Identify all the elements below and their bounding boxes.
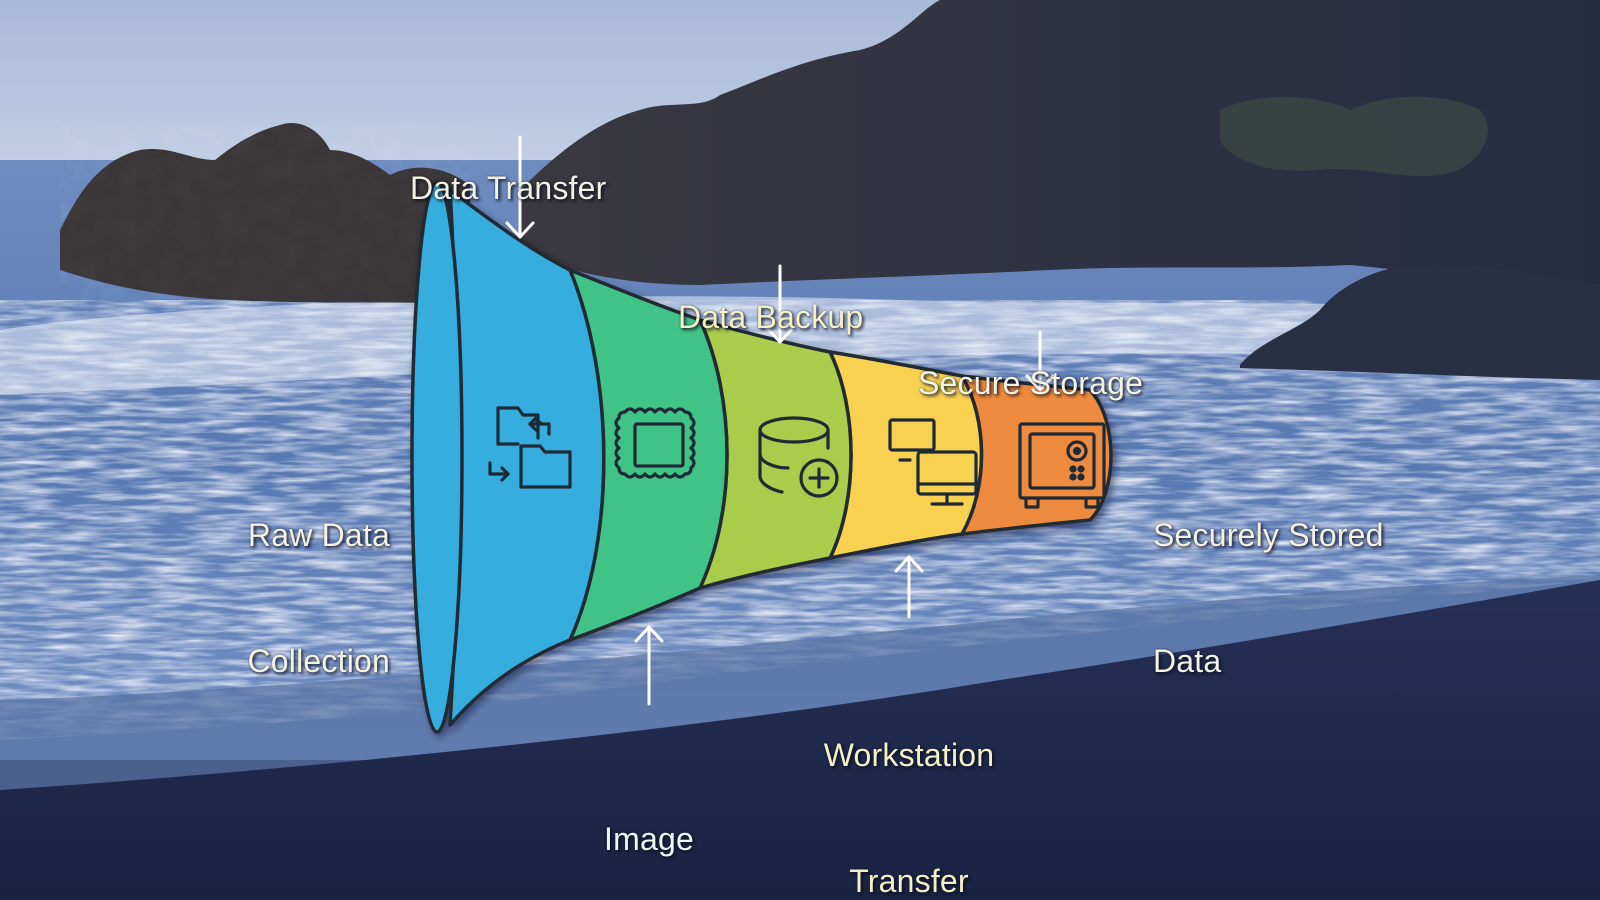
label-line: Data Backup <box>678 299 864 335</box>
label-raw-data-collection: Raw Data Collection <box>200 430 390 766</box>
label-workstation-transfer: Workstation Transfer <box>799 650 1019 900</box>
beach-sand <box>0 580 1600 900</box>
right-rock <box>1240 264 1600 380</box>
label-line: Raw Data <box>247 517 390 553</box>
computers-icon <box>888 418 978 506</box>
arrow-down-secure-storage <box>1025 330 1055 392</box>
label-securely-stored-data: Securely Stored Data <box>1153 430 1384 766</box>
arrow-up-image-processing <box>634 625 664 706</box>
image-frame-icon <box>614 407 696 479</box>
label-data-transfer: Data Transfer <box>410 83 606 293</box>
callout-arrows <box>505 135 1055 706</box>
label-line: Collection <box>247 643 390 679</box>
label-line: Data Transfer <box>410 170 607 206</box>
label-line: Workstation <box>823 737 995 773</box>
funnel <box>410 180 1113 734</box>
label-line: Data <box>1153 643 1222 679</box>
label-line: Securely Stored <box>1153 517 1384 553</box>
cliff-vegetation <box>1220 96 1488 177</box>
folder-transfer-icon <box>488 406 572 489</box>
label-line: Secure Storage <box>918 365 1144 401</box>
safe-icon <box>1018 422 1106 509</box>
label-image-processing: Image Processing <box>549 734 749 900</box>
arrow-down-data-backup <box>765 264 795 344</box>
label-line: Transfer <box>849 863 969 899</box>
label-line: Image <box>604 821 694 857</box>
database-add-icon <box>758 416 839 498</box>
funnel-mouth <box>410 180 464 734</box>
label-data-backup: Data Backup <box>678 212 863 422</box>
arrow-up-workstation-transfer <box>894 555 924 619</box>
label-secure-storage: Secure Storage <box>918 278 1143 488</box>
arrow-down-data-transfer <box>505 135 535 239</box>
cliff <box>520 0 1600 290</box>
